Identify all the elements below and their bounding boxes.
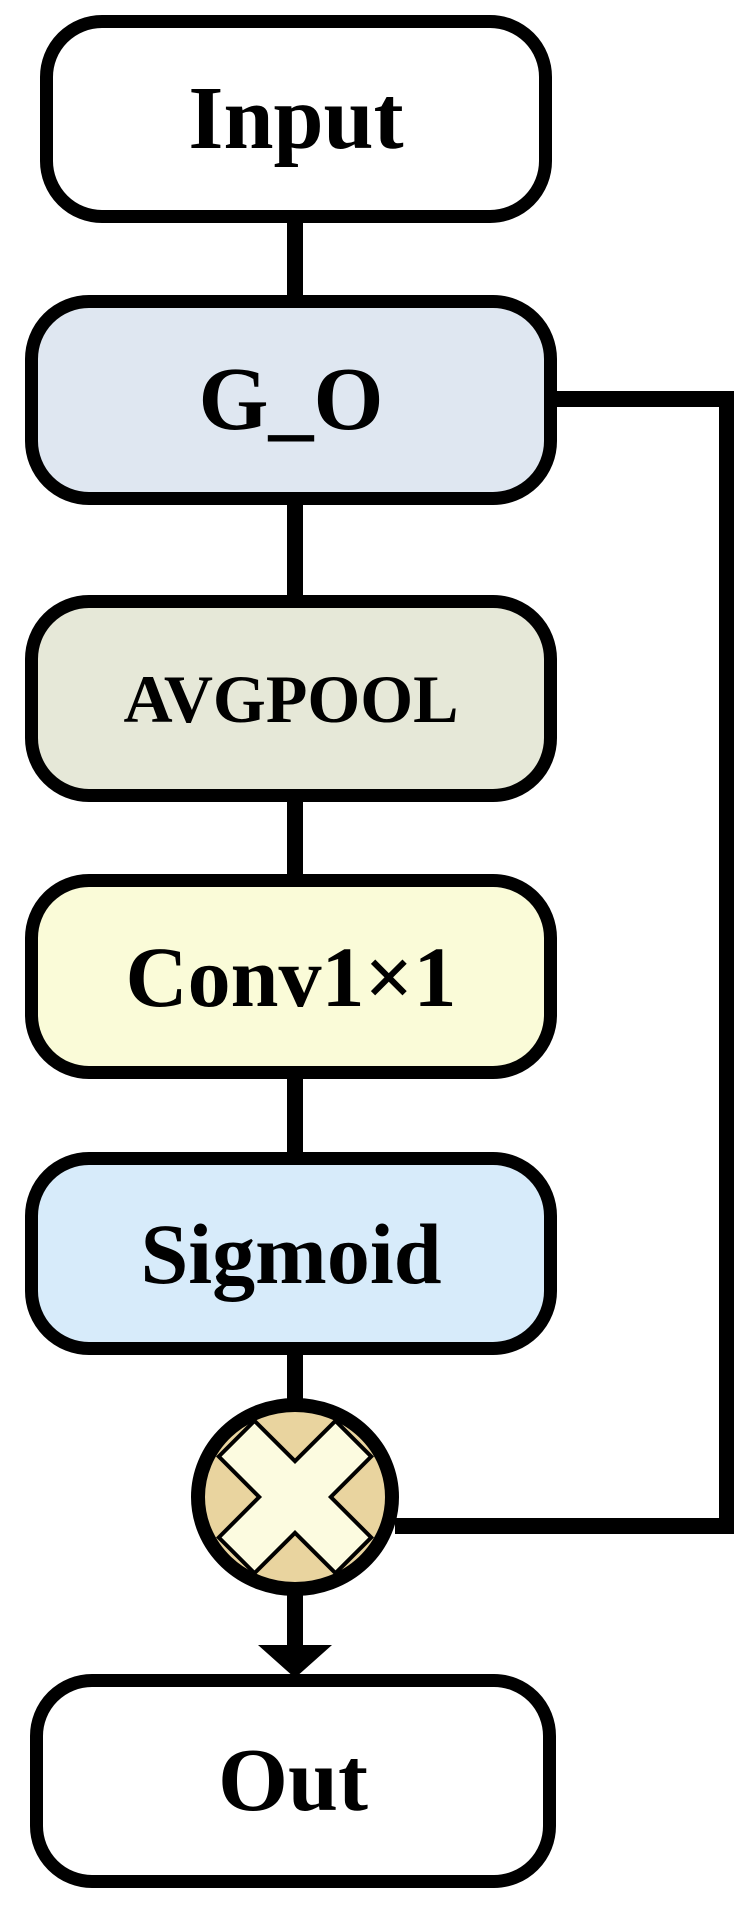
edge-sigmoid-to-multiply: [287, 1348, 303, 1410]
skip-edge-vertical: [719, 391, 734, 1534]
node-sigmoid: Sigmoid: [25, 1152, 557, 1355]
node-avgpool: AVGPOOL: [25, 595, 557, 802]
skip-edge-bottom-horizontal: [395, 1518, 734, 1534]
skip-edge-top-horizontal: [548, 391, 734, 407]
node-out: Out: [30, 1674, 556, 1888]
edge-multiply-to-out-shaft: [287, 1592, 303, 1650]
node-multiply: [188, 1395, 402, 1599]
node-conv1x1: Conv1×1: [25, 874, 557, 1079]
edge-avgpool-to-conv: [287, 795, 303, 881]
edge-go-to-avgpool: [287, 500, 303, 600]
edge-input-to-go: [287, 210, 303, 302]
node-input: Input: [40, 15, 552, 223]
multiply-icon: [215, 1417, 375, 1577]
arrowhead-down-icon: [258, 1645, 332, 1678]
node-g-o: G_O: [25, 295, 557, 505]
edge-conv-to-sigmoid: [287, 1072, 303, 1159]
